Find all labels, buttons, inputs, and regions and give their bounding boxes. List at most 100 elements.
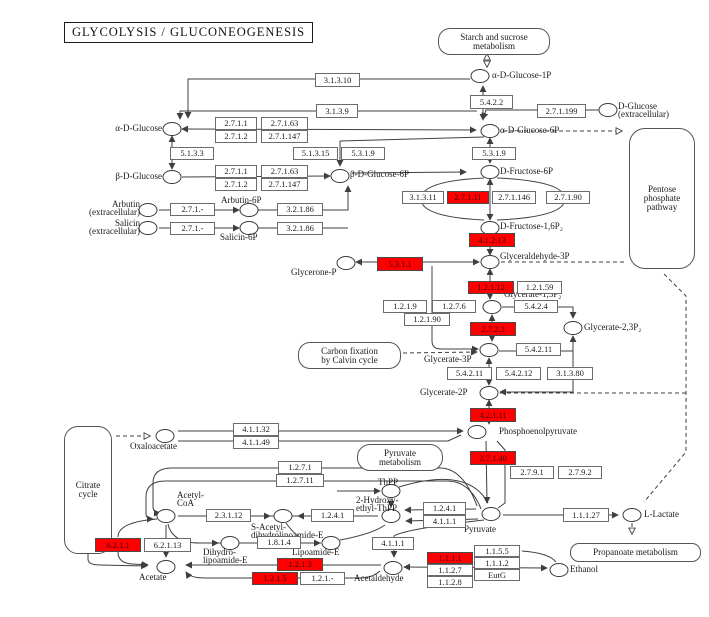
enzyme-1.2.7.6[interactable]: 1.2.7.6 (432, 300, 476, 313)
compound-phosphoenolpyruvate[interactable] (467, 425, 487, 439)
enzyme-5.4.2.11[interactable]: 5.4.2.11 (447, 367, 492, 380)
compound-salicin-extracellular[interactable] (138, 221, 158, 235)
enzyme-2.7.1.-[interactable]: 2.7.1.- (170, 222, 215, 235)
compound-ethanol[interactable] (549, 563, 569, 577)
enzyme-2.3.1.12[interactable]: 2.3.1.12 (206, 509, 251, 522)
enzyme-4.2.1.11-highlighted[interactable]: 4.2.1.11 (470, 408, 516, 422)
enzyme-4.1.1.49[interactable]: 4.1.1.49 (233, 436, 279, 449)
enzyme-4.1.1.1[interactable]: 4.1.1.1 (423, 515, 466, 528)
compound-beta-d-glucose-6p[interactable] (330, 169, 350, 183)
compound-glycerate-3p[interactable] (479, 343, 499, 357)
enzyme-1.2.7.11[interactable]: 1.2.7.11 (276, 474, 324, 487)
compound-d-glucose-extracellular[interactable] (598, 103, 618, 117)
compound-lipoamide-e[interactable] (321, 536, 341, 550)
enzyme-2.7.1.40-highlighted[interactable]: 2.7.1.40 (470, 451, 516, 465)
compound-thpp[interactable] (381, 484, 401, 498)
enzyme-1.1.2.7[interactable]: 1.1.2.7 (427, 564, 473, 576)
enzyme-2.7.1.2[interactable]: 2.7.1.2 (215, 130, 257, 143)
enzyme-3.1.3.80[interactable]: 3.1.3.80 (547, 367, 593, 380)
compound-alpha-d-glucose-6p[interactable] (480, 124, 500, 138)
compound-salicin-6p[interactable] (239, 221, 259, 235)
enzyme-2.7.1.63[interactable]: 2.7.1.63 (261, 165, 308, 178)
enzyme-2.7.1.63[interactable]: 2.7.1.63 (261, 117, 308, 130)
enzyme-5.1.3.3[interactable]: 5.1.3.3 (170, 147, 214, 160)
enzyme-1.2.1.3-highlighted[interactable]: 1.2.1.3 (277, 558, 323, 571)
compound-glycerate-2p[interactable] (479, 386, 499, 400)
enzyme-5.4.2.4[interactable]: 5.4.2.4 (514, 300, 558, 313)
compound-pyruvate[interactable] (481, 507, 501, 521)
enzyme-2.7.9.1[interactable]: 2.7.9.1 (510, 466, 554, 479)
pathway-edge (398, 478, 489, 504)
enzyme-1.1.1.2[interactable]: 1.1.1.2 (474, 557, 520, 569)
enzyme-6.2.1.13[interactable]: 6.2.1.13 (144, 538, 191, 552)
enzyme-5.3.1.9[interactable]: 5.3.1.9 (341, 147, 385, 160)
enzyme-5.4.2.2[interactable]: 5.4.2.2 (470, 95, 513, 109)
enzyme-2.7.1.146[interactable]: 2.7.1.146 (492, 191, 536, 204)
enzyme-1.2.4.1[interactable]: 1.2.4.1 (423, 502, 466, 515)
enzyme-1.8.1.4[interactable]: 1.8.1.4 (257, 536, 301, 549)
compound-glyceraldehyde-3p[interactable] (480, 255, 500, 269)
compound-d-fructose-6p[interactable] (480, 165, 500, 179)
compound-s-acetyl-dihydrolipoamide-e[interactable] (273, 509, 293, 523)
enzyme-2.7.1.147[interactable]: 2.7.1.147 (261, 178, 308, 191)
enzyme-1.1.2.8[interactable]: 1.1.2.8 (427, 576, 473, 588)
compound-alpha-d-glucose-1p[interactable] (470, 69, 490, 83)
enzyme-1.1.1.1-highlighted[interactable]: 1.1.1.1 (427, 552, 473, 564)
compound-glycerate-13p2[interactable] (482, 300, 502, 314)
compound-glycerate-23p2[interactable] (563, 321, 583, 335)
compound-dihydro-lipoamide-e[interactable] (220, 536, 240, 550)
pathway-link-pentose-phosphate-pathway[interactable]: Pentose phosphate pathway (629, 128, 695, 269)
compound-alpha-d-glucose[interactable] (162, 122, 182, 136)
enzyme-3.2.1.86[interactable]: 3.2.1.86 (277, 203, 323, 216)
enzyme-4.1.1.32[interactable]: 4.1.1.32 (233, 423, 279, 436)
compound-oxaloacetate[interactable] (155, 429, 175, 443)
compound-beta-d-glucose[interactable] (162, 170, 182, 184)
compound-2-hydroxy-ethyl-thpp[interactable] (381, 509, 401, 523)
enzyme-2.7.9.2[interactable]: 2.7.9.2 (558, 466, 602, 479)
enzyme-2.7.1.1[interactable]: 2.7.1.1 (215, 117, 257, 130)
compound-acetate[interactable] (156, 560, 176, 574)
enzyme-1.2.1.9[interactable]: 1.2.1.9 (383, 300, 427, 313)
enzyme-2.7.1.147[interactable]: 2.7.1.147 (261, 130, 308, 143)
enzyme-6.2.1.1-highlighted[interactable]: 6.2.1.1 (95, 538, 141, 552)
compound-l-lactate[interactable] (622, 508, 642, 522)
enzyme-1.2.4.1[interactable]: 1.2.4.1 (311, 509, 354, 522)
enzyme-2.7.1.1[interactable]: 2.7.1.1 (215, 165, 257, 178)
enzyme-3.2.1.86[interactable]: 3.2.1.86 (277, 222, 323, 235)
pathway-link-carbon-fixation-calvin[interactable]: Carbon fixation by Calvin cycle (298, 342, 401, 369)
compound-acetaldehyde[interactable] (383, 561, 403, 575)
compound-glycerone-p[interactable] (336, 256, 356, 270)
enzyme-4.1.2.13-highlighted[interactable]: 4.1.2.13 (469, 233, 515, 247)
enzyme-1.2.1.5-highlighted[interactable]: 1.2.1.5 (252, 572, 298, 585)
enzyme-1.2.1.59[interactable]: 1.2.1.59 (517, 281, 562, 294)
pathway-link-pyruvate-metabolism[interactable]: Pyruvate metabolism (357, 444, 443, 471)
enzyme-5.4.2.11[interactable]: 5.4.2.11 (516, 343, 561, 356)
enzyme-5.4.2.12[interactable]: 5.4.2.12 (496, 367, 541, 380)
enzyme-1.2.1.12-highlighted[interactable]: 1.2.1.12 (468, 281, 514, 294)
enzyme-2.7.1.2[interactable]: 2.7.1.2 (215, 178, 257, 191)
compound-arbutin-6p[interactable] (239, 203, 259, 217)
enzyme-2.7.1.199[interactable]: 2.7.1.199 (537, 104, 586, 118)
enzyme-2.7.1.-[interactable]: 2.7.1.- (170, 203, 215, 216)
pathway-link-starch-sucrose-metabolism[interactable]: Starch and sucrose metabolism (438, 28, 550, 55)
enzyme-1.1.5.5[interactable]: 1.1.5.5 (474, 545, 520, 557)
compound-acetyl-coa[interactable] (156, 509, 176, 523)
enzyme-2.7.1.90[interactable]: 2.7.1.90 (546, 191, 590, 204)
enzyme-1.1.1.27[interactable]: 1.1.1.27 (563, 508, 609, 522)
enzyme-3.1.3.11[interactable]: 3.1.3.11 (402, 191, 444, 204)
compound-arbutin-extracellular[interactable] (138, 203, 158, 217)
enzyme-1.2.1.90[interactable]: 1.2.1.90 (404, 313, 450, 326)
enzyme-2.7.2.3-highlighted[interactable]: 2.7.2.3 (470, 322, 516, 336)
pathway-link-propanoate-metabolism[interactable]: Propanoate metabolism (570, 543, 701, 562)
enzyme-4.1.1.1[interactable]: 4.1.1.1 (372, 537, 414, 550)
enzyme-1.2.7.1[interactable]: 1.2.7.1 (278, 461, 322, 474)
enzyme-5.3.1.1-highlighted[interactable]: 5.3.1.1 (377, 257, 423, 271)
pathway-link-citrate-cycle[interactable]: Citrate cycle (64, 426, 112, 554)
enzyme-5.3.1.9[interactable]: 5.3.1.9 (472, 147, 516, 160)
enzyme-3.1.3.9[interactable]: 3.1.3.9 (316, 104, 358, 118)
enzyme-5.1.3.15[interactable]: 5.1.3.15 (293, 147, 338, 160)
enzyme-1.2.1.-[interactable]: 1.2.1.- (300, 572, 345, 585)
enzyme-3.1.3.10[interactable]: 3.1.3.10 (315, 73, 360, 87)
enzyme-2.7.1.11-highlighted[interactable]: 2.7.1.11 (447, 191, 489, 204)
enzyme-EutG[interactable]: EutG (474, 569, 520, 581)
